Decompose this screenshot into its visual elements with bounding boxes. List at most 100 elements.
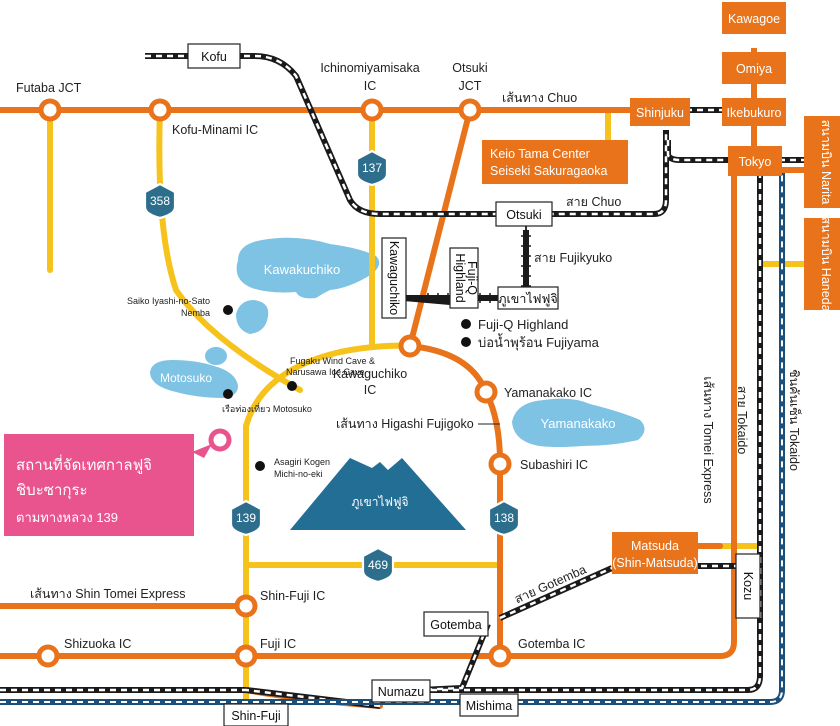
svg-text:Gotemba: Gotemba — [430, 618, 481, 632]
label-otsuki-jct-2: JCT — [459, 79, 482, 93]
label-saiko-2: Nemba — [181, 308, 210, 318]
station-matsuda[interactable]: Matsuda (Shin-Matsuda) — [612, 532, 698, 574]
railways — [0, 53, 763, 709]
label-kawaguchiko-ic-2: IC — [364, 383, 377, 397]
route-shield-469: 469 — [361, 547, 395, 583]
svg-text:358: 358 — [150, 194, 170, 208]
label-futaba-jct: Futaba JCT — [16, 81, 82, 95]
lake-kawakuchiko-lobe — [236, 300, 269, 334]
svg-text:Shinjuku: Shinjuku — [636, 106, 684, 120]
svg-text:Numazu: Numazu — [378, 685, 425, 699]
label-subashiri-ic: Subashiri IC — [520, 458, 588, 472]
ic-shizuoka — [36, 644, 60, 668]
svg-text:137: 137 — [362, 161, 382, 175]
label-shin-fuji-ic: Shin-Fuji IC — [260, 589, 325, 603]
venue-callout[interactable]: สถานที่จัดเทศกาลฟูจิ ชิบะซากุระ ตามทางหล… — [4, 434, 194, 536]
station-keio[interactable]: Keio Tama Center Seiseki Sakuragaoka — [482, 140, 628, 184]
venue-title: สถานที่จัดเทศกาลฟูจิ — [16, 454, 152, 474]
label-chuo-expressway: เส้นทาง Chuo — [502, 91, 577, 105]
ic-ichinomiyamisaka — [360, 98, 384, 122]
label-kofu-minami: Kofu-Minami IC — [172, 123, 258, 137]
label-fugaku-1: Fugaku Wind Cave & — [290, 356, 375, 366]
label-kawaguchiko-ic-1: Kawaguchiko — [333, 367, 407, 381]
ic-futaba — [38, 98, 62, 122]
ic-shin-fuji — [234, 594, 258, 618]
label-shin-tomei: เส้นทาง Shin Tomei Express — [30, 587, 186, 601]
svg-text:Highland: Highland — [453, 253, 467, 302]
svg-text:Seiseki Sakuragaoka: Seiseki Sakuragaoka — [490, 164, 607, 178]
svg-text:Kawaguchiko: Kawaguchiko — [387, 241, 401, 315]
label-ichinomiyamisaka-1: Ichinomiyamisaka — [320, 61, 419, 75]
lake-kawakuchiko — [236, 237, 380, 299]
svg-text:Ikebukuro: Ikebukuro — [727, 106, 782, 120]
station-kawagoe[interactable]: Kawagoe — [722, 2, 786, 34]
ic-subashiri — [488, 452, 512, 476]
venue-pointer — [192, 444, 212, 458]
station-narita[interactable]: สนามบิน Narita — [804, 116, 840, 208]
station-haneda[interactable]: สนามบิน Haneda — [804, 216, 840, 312]
label-tomei: เส้นทาง Tomei Express — [701, 376, 715, 503]
label-lake-motosuko: Motosuko — [160, 371, 212, 385]
station-kofu[interactable]: Kofu — [187, 43, 241, 69]
expressways — [0, 93, 771, 709]
label-mount-fuji: ภูเขาไฟฟูจิ — [351, 495, 408, 510]
svg-text:สนามบิน Narita: สนามบิน Narita — [819, 120, 833, 205]
svg-text:Otsuki: Otsuki — [506, 208, 541, 222]
mount-fuji-snow — [350, 452, 402, 470]
lake-motosuko — [150, 360, 238, 398]
label-saiko-1: Saiko Iyashi-no-Sato — [127, 296, 210, 306]
label-lake-kawakuchiko: Kawakuchiko — [264, 262, 341, 277]
svg-text:Mishima: Mishima — [466, 699, 513, 713]
station-tokyo[interactable]: Tokyo — [728, 146, 782, 176]
label-chuo-line: สาย Chuo — [566, 195, 621, 209]
route-shield-137: 137 — [355, 150, 389, 186]
label-fujikyuko: สาย Fujikyuko — [534, 251, 612, 265]
label-tokaido-shinkansen: ชินคันเซ็น Tokaido — [787, 369, 802, 471]
station-shin-fuji[interactable]: Shin-Fuji — [223, 703, 289, 726]
svg-text:Omiya: Omiya — [736, 62, 772, 76]
station-fujisan[interactable]: ภูเขาไฟฟูจิ — [497, 286, 559, 310]
station-numazu[interactable]: Numazu — [371, 679, 431, 703]
svg-text:Matsuda: Matsuda — [631, 539, 679, 553]
ic-kawaguchiko — [398, 334, 422, 358]
station-otsuki[interactable]: Otsuki — [495, 201, 553, 227]
label-gotemba-ic: Gotemba IC — [518, 637, 585, 651]
label-lake-yamanakako: Yamanakako — [541, 416, 616, 431]
route-shield-358: 358 — [143, 183, 177, 219]
label-fuji-ic: Fuji IC — [260, 637, 296, 651]
lake-yamanakako — [512, 398, 645, 447]
label-asagiri-2: Michi-no-eki — [274, 469, 323, 479]
svg-text:Shin-Fuji: Shin-Fuji — [231, 709, 280, 723]
station-mishima[interactable]: Mishima — [459, 693, 519, 717]
route-shield-138: 138 — [487, 500, 521, 536]
route-shield-139: 139 — [229, 500, 263, 536]
station-kawaguchiko[interactable]: Kawaguchiko — [381, 237, 407, 319]
station-kozu[interactable]: Kozu — [735, 553, 761, 619]
label-fujiyama-onsen: บ่อน้ำพุร้อน Fujiyama — [478, 333, 600, 351]
station-ikebukuro[interactable]: Ikebukuro — [722, 98, 786, 126]
station-gotemba[interactable]: Gotemba — [423, 611, 489, 637]
label-asagiri-1: Asagiri Kogen — [274, 457, 330, 467]
label-otsuki-jct-1: Otsuki — [452, 61, 487, 75]
label-fugaku-2: Narusawa Ice Cave — [286, 367, 365, 377]
svg-text:Kawagoe: Kawagoe — [728, 12, 780, 26]
svg-text:Keio Tama Center: Keio Tama Center — [490, 147, 590, 161]
station-shinjuku[interactable]: Shinjuku — [630, 98, 690, 126]
ic-otsuki-jct — [458, 98, 482, 122]
lake-motosuko-small — [205, 347, 227, 365]
label-higashi-fujigoko: เส้นทาง Higashi Fujigoko — [336, 417, 474, 431]
svg-text:(Shin-Matsuda): (Shin-Matsuda) — [612, 556, 697, 570]
label-yamanakako-ic: Yamanakako IC — [504, 386, 592, 400]
ic-gotemba — [488, 644, 512, 668]
interchange-markers — [36, 98, 512, 668]
tokaido-shinkansen — [0, 170, 785, 705]
venue-route: ตามทางหลวง 139 — [16, 510, 118, 525]
svg-text:469: 469 — [368, 558, 388, 572]
label-fujiq-highland: Fuji-Q Highland — [478, 317, 568, 332]
label-tokaido-line: สาย Tokaido — [735, 386, 749, 455]
station-omiya[interactable]: Omiya — [722, 52, 786, 84]
venue-subtitle: ชิบะซากุระ — [16, 482, 88, 500]
station-fujiq-highland[interactable]: Fuji-Q Highland — [449, 247, 479, 309]
ic-fuji — [234, 644, 258, 668]
